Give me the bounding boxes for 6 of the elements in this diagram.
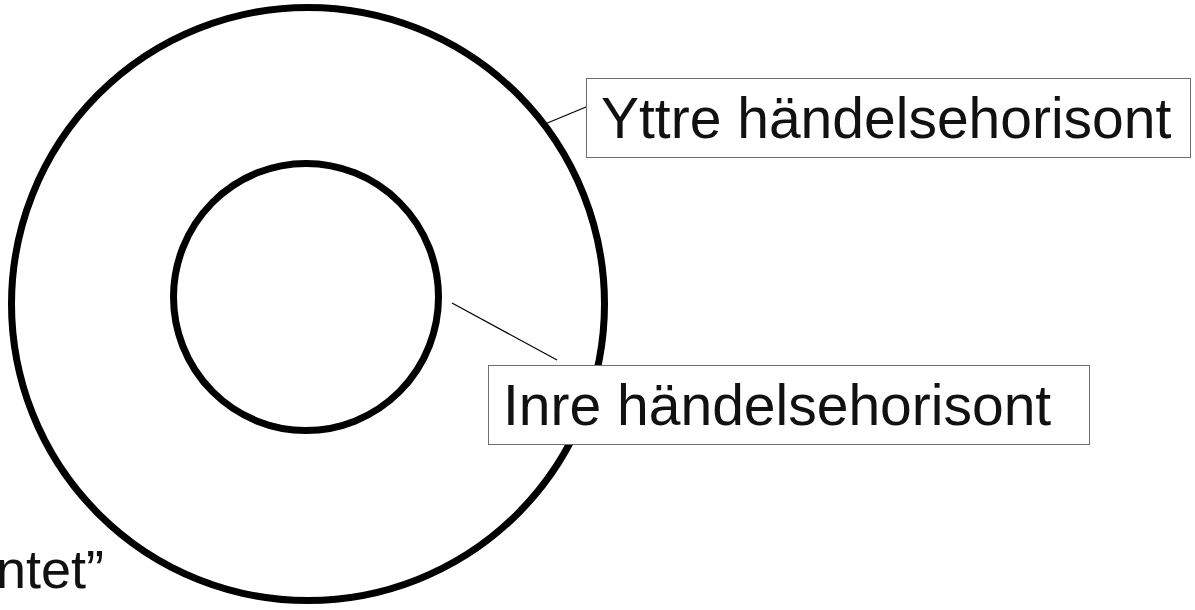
leader-line <box>544 106 587 125</box>
label-box: Yttre händelsehorisont <box>586 78 1191 158</box>
leader-line <box>451 302 558 361</box>
partial-label: ntet” <box>0 540 105 598</box>
label-box: Inre händelsehorisont <box>488 365 1090 445</box>
horizon-circle <box>170 160 442 434</box>
